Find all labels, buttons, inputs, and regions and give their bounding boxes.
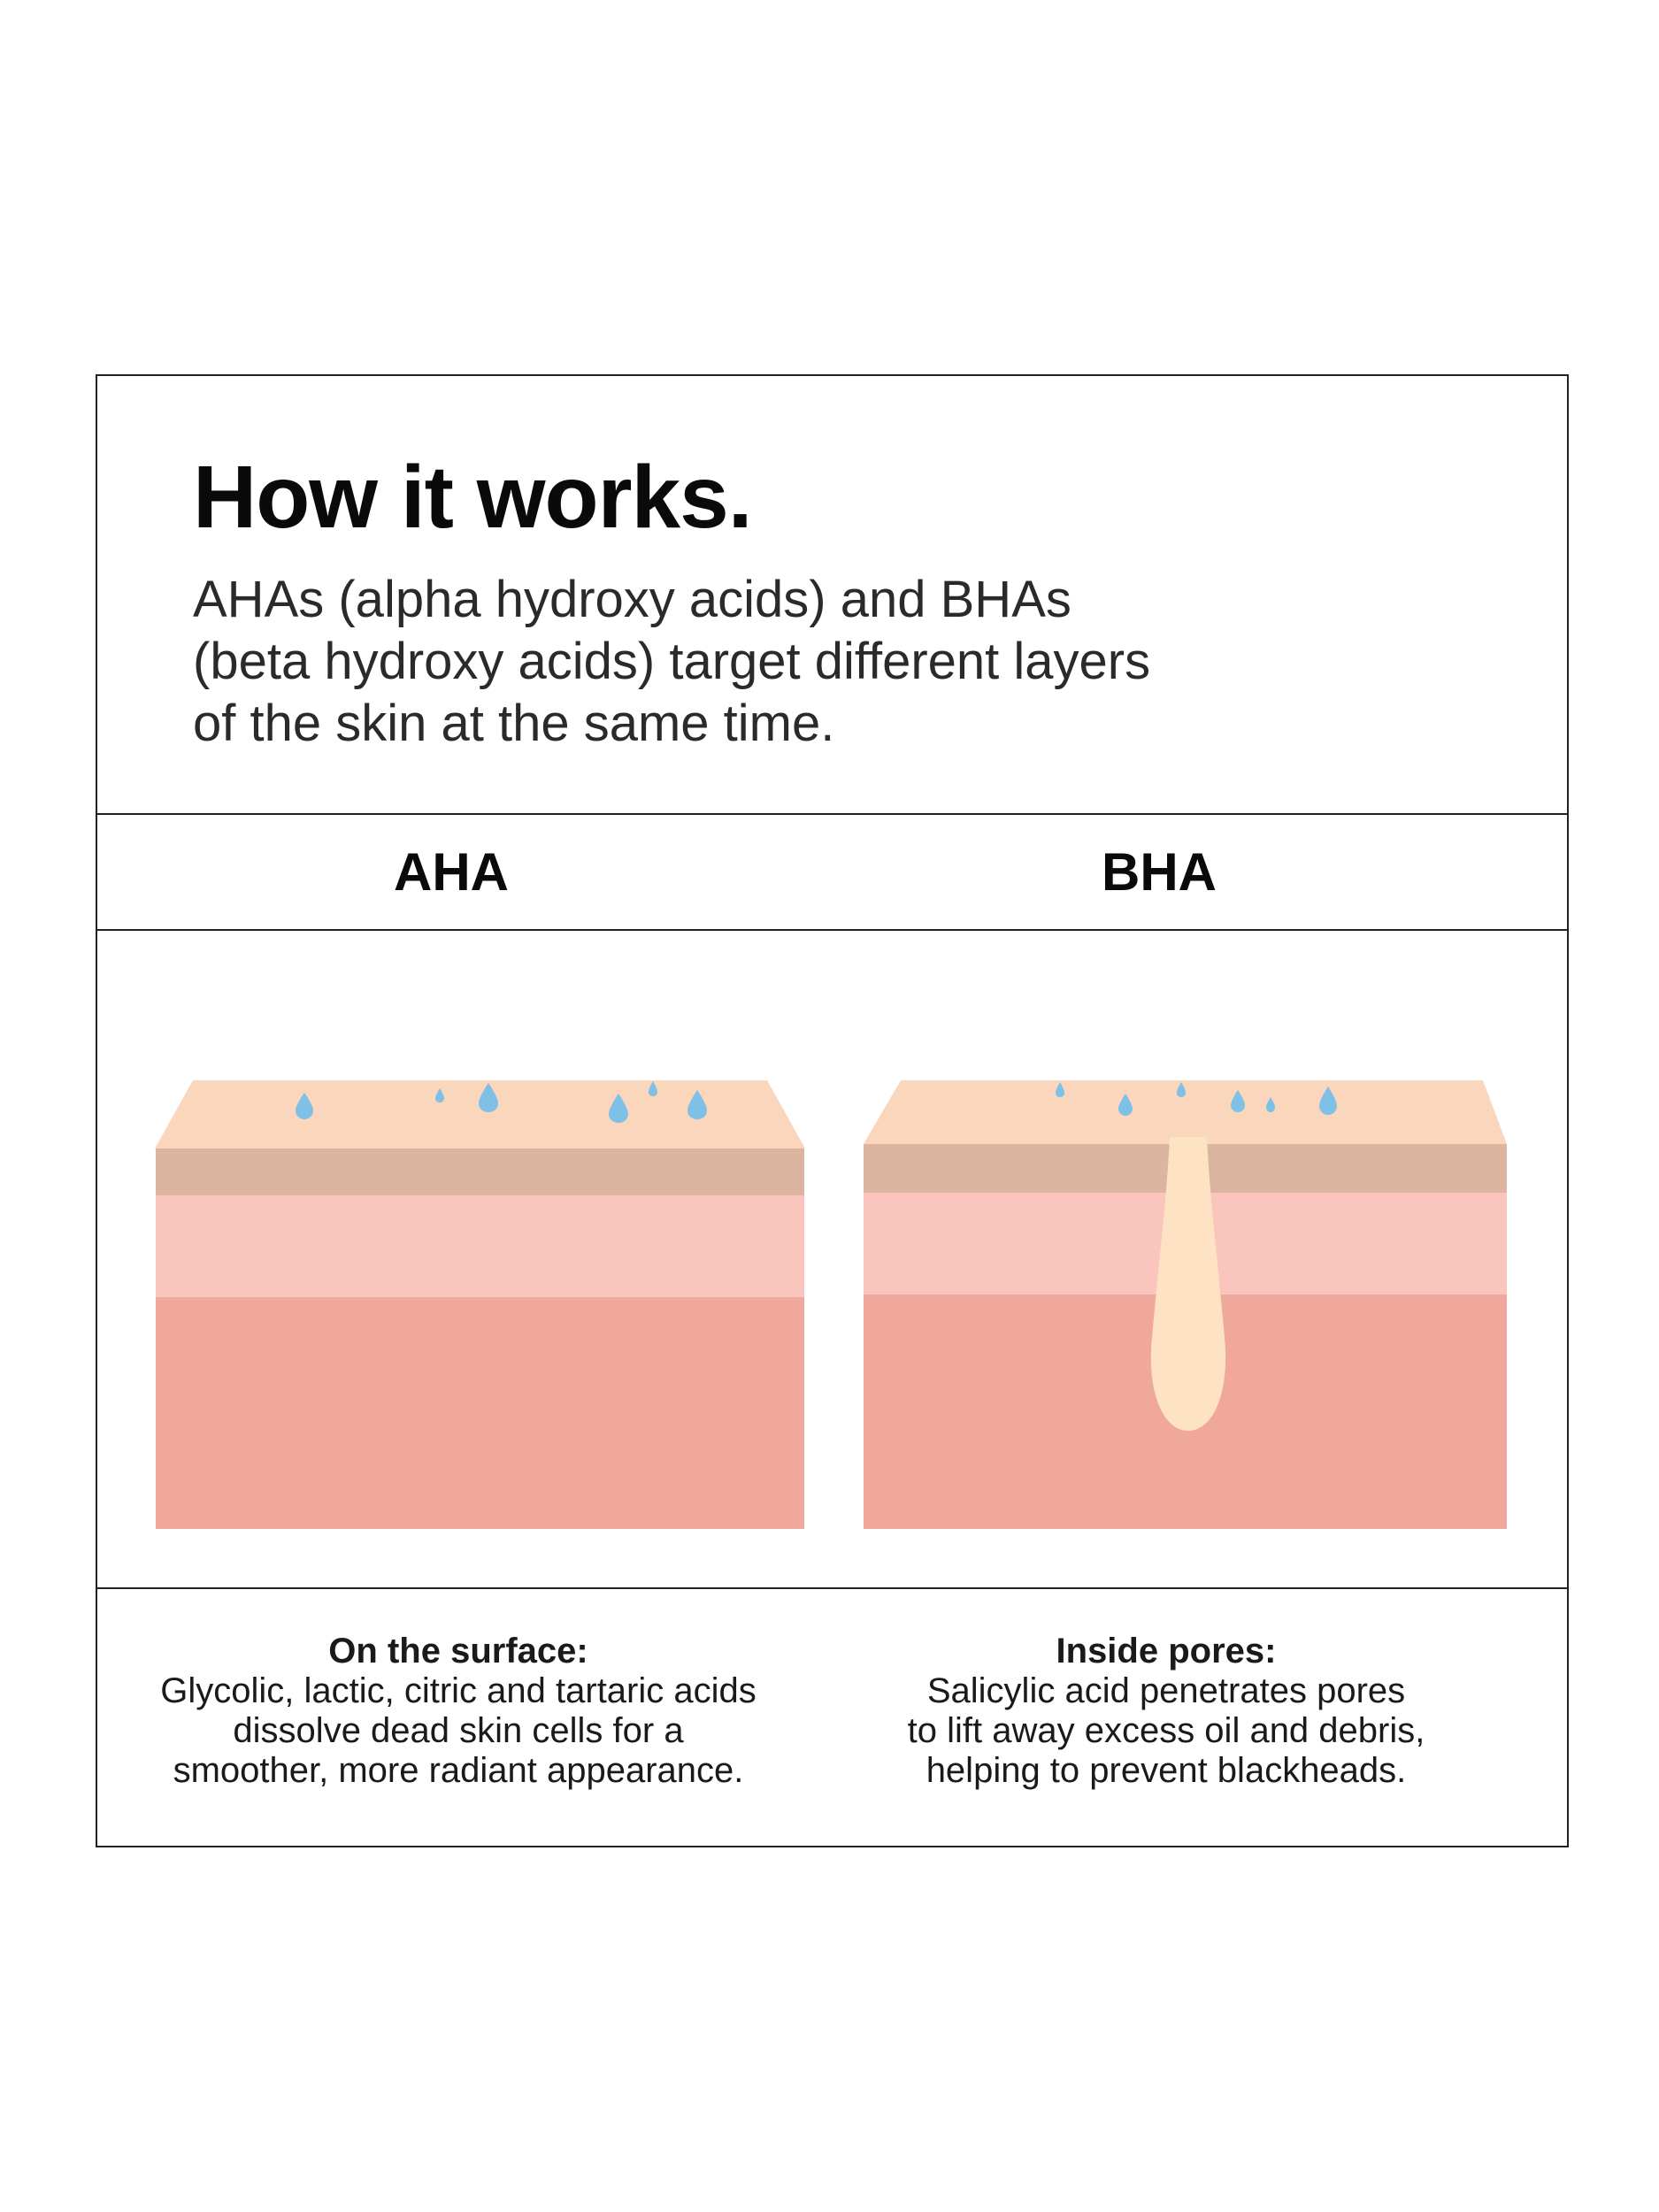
water-drop-icon	[609, 1094, 628, 1123]
water-drop-icon	[649, 1081, 657, 1096]
water-drop-icon	[1319, 1087, 1337, 1115]
aha-caption: On the surface: Glycolic, lactic, citric…	[104, 1632, 812, 1791]
column-headers: AHA BHA	[97, 815, 1567, 931]
intro-section: How it works. AHAs (alpha hydroxy acids)…	[97, 376, 1567, 815]
water-drop-icon	[479, 1083, 498, 1112]
water-drop-icon	[1266, 1097, 1275, 1112]
aha-deep-layer	[156, 1297, 804, 1529]
water-drop-icon	[1177, 1082, 1186, 1097]
bha-skin-block	[864, 1080, 1507, 1529]
water-drop-icon	[687, 1090, 707, 1119]
aha-upper-band	[156, 1148, 804, 1195]
bha-caption: Inside pores: Salicylic acid penetrates …	[812, 1632, 1520, 1791]
aha-caption-line-2: dissolve dead skin cells for a	[233, 1711, 684, 1750]
bha-header: BHA	[1102, 842, 1217, 902]
skin-diagram-svg	[155, 1080, 1507, 1529]
aha-middle-layer	[156, 1195, 804, 1297]
page-title: How it works.	[193, 448, 753, 547]
how-it-works-panel: How it works. AHAs (alpha hydroxy acids)…	[96, 374, 1569, 1847]
aha-caption-line-1: Glycolic, lactic, citric and tartaric ac…	[160, 1671, 757, 1710]
aha-caption-title: On the surface:	[328, 1632, 588, 1671]
bha-caption-title: Inside pores:	[1056, 1632, 1277, 1671]
bha-caption-line-3: helping to prevent blackheads.	[926, 1751, 1407, 1790]
intro-line-1: AHAs (alpha hydroxy acids) and BHAs	[193, 571, 1071, 628]
bha-caption-line-1: Salicylic acid penetrates pores	[926, 1671, 1406, 1710]
captions-section: On the surface: Glycolic, lactic, citric…	[97, 1589, 1567, 1847]
bha-droplets	[1056, 1082, 1337, 1116]
water-drop-icon	[1056, 1082, 1064, 1097]
water-drop-icon	[1118, 1094, 1133, 1116]
aha-caption-line-3: smoother, more radiant appearance.	[173, 1751, 744, 1790]
water-drop-icon	[435, 1088, 444, 1102]
intro-description: AHAs (alpha hydroxy acids) and BHAs (bet…	[193, 569, 1343, 755]
pore-shape	[1150, 1137, 1226, 1431]
bha-surface-layer	[864, 1080, 1507, 1144]
intro-line-3: of the skin at the same time.	[193, 695, 835, 752]
skin-illustrations	[97, 931, 1567, 1589]
bha-caption-line-2: to lift away excess oil and debris,	[907, 1711, 1425, 1750]
intro-line-2: (beta hydroxy acids) target different la…	[193, 633, 1151, 690]
water-drop-icon	[296, 1093, 313, 1119]
aha-droplets	[296, 1081, 707, 1123]
aha-surface-layer	[155, 1080, 805, 1148]
aha-skin-block	[155, 1080, 805, 1529]
water-drop-icon	[1231, 1090, 1245, 1112]
aha-header: AHA	[394, 842, 509, 902]
